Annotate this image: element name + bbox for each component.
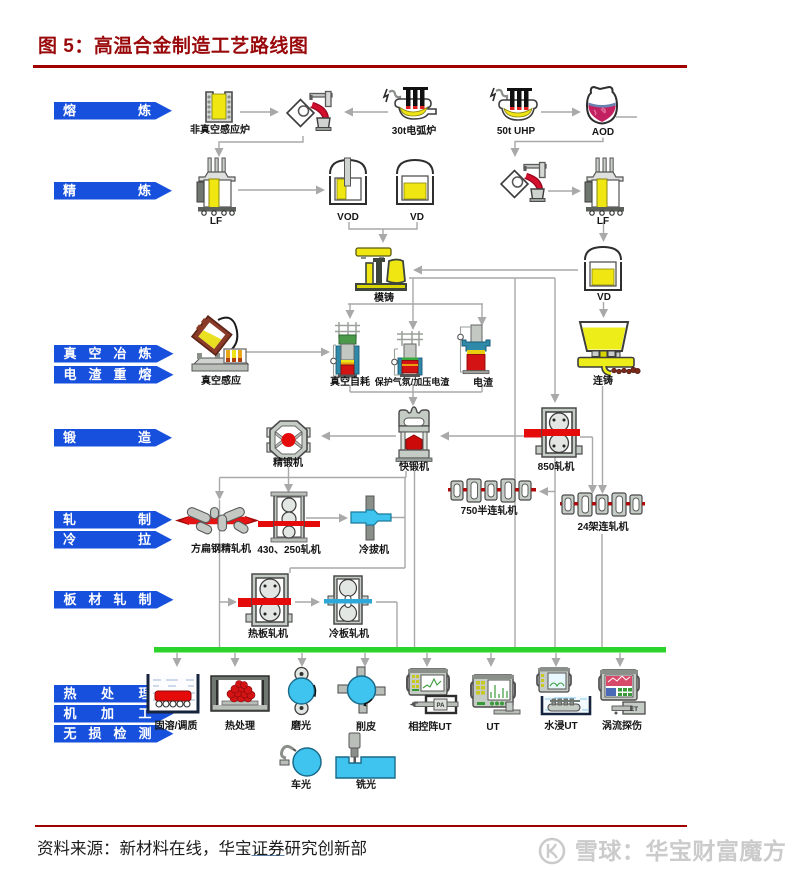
- svg-text:ET: ET: [630, 706, 638, 713]
- svg-text:PA: PA: [437, 703, 446, 709]
